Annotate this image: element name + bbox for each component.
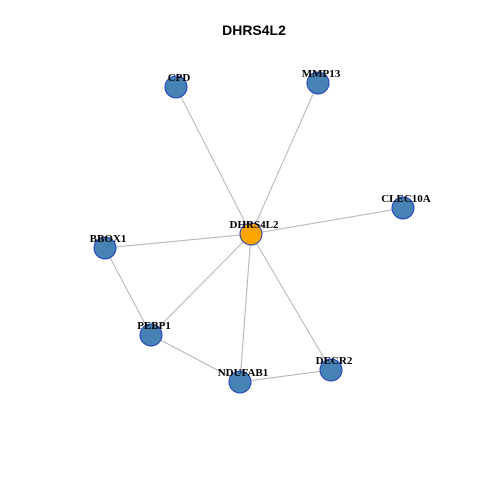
node-label-clec10a: CLEC10A — [381, 193, 431, 205]
edge-pebp1-ndufab1 — [150, 334, 241, 383]
edge-layer — [104, 82, 404, 383]
edge-dhrs4l2-ndufab1 — [239, 233, 252, 383]
node-label-ndufab1: NDUFAB1 — [218, 367, 269, 379]
node-label-cpd: CPD — [168, 72, 191, 84]
edge-bbox1-pebp1 — [104, 247, 152, 336]
diagram-title: DHRS4L2 — [222, 22, 286, 38]
node-pebp1 — [139, 323, 163, 347]
node-label-dhrs4l2: DHRS4L2 — [230, 219, 279, 231]
edge-dhrs4l2-clec10a — [250, 207, 404, 235]
node-label-mmp13: MMP13 — [302, 68, 341, 80]
edge-dhrs4l2-mmp13 — [250, 82, 319, 235]
node-decr2 — [319, 358, 343, 382]
node-dhrs4l2 — [239, 222, 263, 246]
node-label-pebp1: PEBP1 — [137, 320, 171, 332]
node-cpd — [164, 75, 188, 99]
node-label-bbox1: BBOX1 — [90, 233, 127, 245]
node-label-decr2: DECR2 — [316, 355, 353, 367]
node-mmp13 — [306, 71, 330, 95]
edge-dhrs4l2-bbox1 — [104, 233, 252, 249]
edge-dhrs4l2-cpd — [175, 86, 252, 235]
node-ndufab1 — [228, 370, 252, 394]
node-layer — [93, 71, 415, 394]
node-clec10a — [391, 196, 415, 220]
edge-dhrs4l2-pebp1 — [150, 233, 252, 336]
edge-dhrs4l2-decr2 — [250, 233, 332, 371]
node-bbox1 — [93, 236, 117, 260]
edge-ndufab1-decr2 — [239, 369, 332, 383]
